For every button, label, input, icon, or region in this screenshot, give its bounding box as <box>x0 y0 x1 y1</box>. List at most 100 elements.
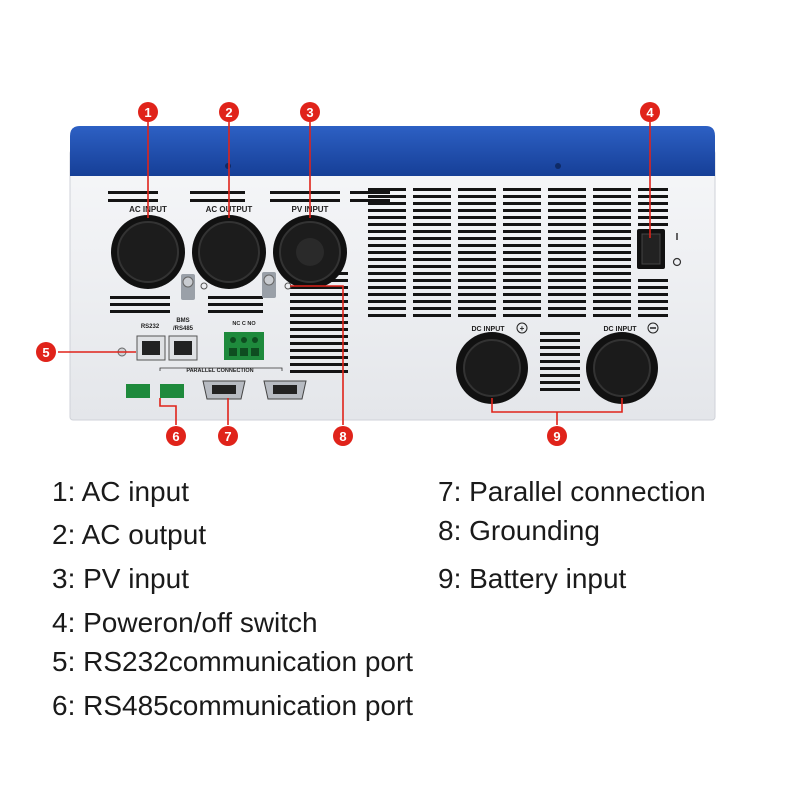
vent-slot <box>458 216 496 219</box>
vent-slot <box>540 367 580 370</box>
vent-slot <box>548 307 586 310</box>
vent-slot <box>368 251 406 254</box>
callout-badge-9: 9 <box>547 426 567 446</box>
legend-item-rs232-port: 5: RS232communication port <box>52 646 414 677</box>
callout-badge-4: 4 <box>640 102 660 122</box>
vent-slot <box>413 223 451 226</box>
vent-slot <box>548 195 586 198</box>
vent-slot <box>593 300 631 303</box>
vent-slot <box>290 314 348 317</box>
vent-slot <box>593 195 631 198</box>
vent-slot <box>368 265 406 268</box>
vent-slot <box>548 244 586 247</box>
legend-item-battery-input: 9: Battery input <box>438 563 627 594</box>
vent-slot <box>190 191 245 194</box>
vent-slot <box>368 314 406 317</box>
rs232-port <box>136 335 166 361</box>
vent-slot <box>458 202 496 205</box>
vent-slot <box>548 251 586 254</box>
vent-slot <box>593 244 631 247</box>
vent-slot <box>413 209 451 212</box>
vent-slot <box>503 286 541 289</box>
legend-item-ac-output: 2: AC output <box>52 519 207 550</box>
vent-slot <box>458 272 496 275</box>
legend-item-ac-input: 1: AC input <box>52 476 189 507</box>
vent-slot <box>593 237 631 240</box>
vent-slot <box>368 307 406 310</box>
vent-slot <box>503 188 541 191</box>
vent-slot <box>350 199 390 202</box>
legend-item-power-switch: 4: Poweron/off switch <box>52 607 318 638</box>
vent-slot <box>458 300 496 303</box>
vent-slot <box>503 223 541 226</box>
ac-output-port <box>192 215 266 289</box>
vent-slot <box>638 286 668 289</box>
vent-slot <box>290 300 348 303</box>
vent-slot <box>413 279 451 282</box>
vent-slot <box>548 188 586 191</box>
vent-slot <box>368 188 406 191</box>
callout-number: 2 <box>225 105 232 120</box>
vent-slot <box>458 209 496 212</box>
vent-slot <box>503 230 541 233</box>
vent-slot <box>593 293 631 296</box>
vent-slot <box>593 209 631 212</box>
vent-slot <box>110 310 170 313</box>
vent-slot <box>540 332 580 335</box>
positive-symbol <box>516 322 528 334</box>
vent-slot <box>503 300 541 303</box>
vent-slot <box>270 199 340 202</box>
vent-slot <box>458 188 496 191</box>
vent-slot <box>548 258 586 261</box>
vent-slot <box>503 279 541 282</box>
parallel-bracket <box>159 367 283 371</box>
vent-slot <box>368 293 406 296</box>
vent-slot <box>208 296 263 299</box>
vent-slot <box>413 293 451 296</box>
grounding-terminal-2 <box>262 272 292 298</box>
vent-slot <box>413 230 451 233</box>
vent-slot <box>503 314 541 317</box>
vent-slot <box>458 223 496 226</box>
vent-slot <box>110 296 170 299</box>
ac-input-port <box>111 215 185 289</box>
vent-slot <box>270 191 340 194</box>
vent-slot <box>638 223 668 226</box>
vent-slot <box>593 258 631 261</box>
vent-slot <box>368 279 406 282</box>
callout-number: 7 <box>224 429 231 444</box>
callout-badge-6: 6 <box>166 426 186 446</box>
vent-slot <box>503 307 541 310</box>
vent-slot <box>290 335 348 338</box>
vent-slot <box>290 356 348 359</box>
cover-screw-right <box>555 163 561 169</box>
vent-slot <box>208 303 263 306</box>
vent-slot <box>190 199 245 202</box>
vent-slot <box>593 230 631 233</box>
grounding-terminal-1 <box>181 274 208 300</box>
vent-slot <box>413 237 451 240</box>
callout-leaders <box>58 122 651 425</box>
vent-slot <box>593 286 631 289</box>
vent-slot <box>593 251 631 254</box>
dc-input-negative-port <box>586 332 658 404</box>
vent-slot <box>458 307 496 310</box>
vent-slot <box>548 202 586 205</box>
vent-slot <box>540 360 580 363</box>
inverter-top-cover <box>70 126 715 176</box>
vent-slot <box>458 244 496 247</box>
negative-symbol <box>647 322 659 334</box>
vent-slot <box>413 286 451 289</box>
vent-slot <box>458 195 496 198</box>
vent-slot <box>503 209 541 212</box>
vent-slot <box>593 188 631 191</box>
vent-slot <box>290 293 348 296</box>
vent-slot <box>548 314 586 317</box>
vent-slot <box>638 293 668 296</box>
vent-slot <box>290 342 348 345</box>
callout-number: 9 <box>553 429 560 444</box>
vent-slot <box>548 300 586 303</box>
legend-item-pv-input: 3: PV input <box>52 563 189 594</box>
callout-badge-1: 1 <box>138 102 158 122</box>
vent-slot <box>368 237 406 240</box>
